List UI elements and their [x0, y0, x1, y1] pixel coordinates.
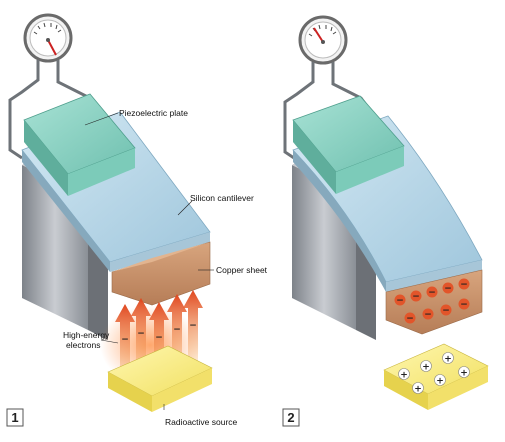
panel-2: − − − − − − − − − +: [282, 15, 489, 427]
electron-arrow: −: [183, 290, 203, 362]
label-copper-sheet: Copper sheet: [216, 265, 268, 275]
copper-sheet-charged: − − − − − − − − −: [385, 269, 483, 335]
svg-text:+: +: [460, 369, 468, 379]
radioactive-source: [107, 345, 213, 412]
svg-text:−: −: [412, 292, 420, 302]
svg-text:−: −: [173, 325, 181, 335]
svg-text:+: +: [414, 385, 422, 395]
voltmeter-icon: [23, 13, 73, 63]
svg-text:−: −: [424, 310, 432, 320]
svg-text:−: −: [460, 300, 468, 310]
electron-arrow: −: [131, 298, 151, 370]
svg-text:−: −: [155, 333, 163, 343]
copper-sheet: [111, 241, 211, 306]
svg-text:+: +: [400, 371, 408, 381]
svg-text:−: −: [137, 329, 145, 339]
piezoelectric-plate: [292, 95, 405, 194]
label-silicon-cantilever: Silicon cantilever: [190, 193, 254, 203]
svg-text:−: −: [121, 335, 129, 345]
voltmeter-icon: [298, 15, 348, 65]
svg-text:−: −: [428, 288, 436, 298]
electron-arrow: −: [115, 304, 135, 378]
positive-charges: + + + + + +: [398, 352, 470, 395]
radioactive-source-charged: + + + + + +: [383, 343, 489, 410]
piezoelectric-plate: [23, 93, 136, 196]
label-radioactive-source: Radioactive source: [165, 417, 238, 427]
panel-1: − − − − − Piez: [6, 13, 268, 427]
svg-text:+: +: [436, 377, 444, 387]
panel-number-1: 1: [11, 410, 18, 425]
label-piezoelectric-plate: Piezoelectric plate: [119, 108, 188, 118]
svg-text:−: −: [460, 280, 468, 290]
svg-text:+: +: [422, 363, 430, 373]
label-electrons: electrons: [66, 340, 101, 350]
svg-text:−: −: [406, 314, 414, 324]
copper-electrons: − − − − − − − − −: [394, 278, 470, 324]
panel-number-2: 2: [287, 410, 294, 425]
svg-text:−: −: [442, 306, 450, 316]
label-high-energy: High-energy: [63, 330, 110, 340]
svg-text:−: −: [189, 321, 197, 331]
svg-text:+: +: [444, 355, 452, 365]
svg-text:−: −: [396, 296, 404, 306]
svg-text:−: −: [444, 284, 452, 294]
